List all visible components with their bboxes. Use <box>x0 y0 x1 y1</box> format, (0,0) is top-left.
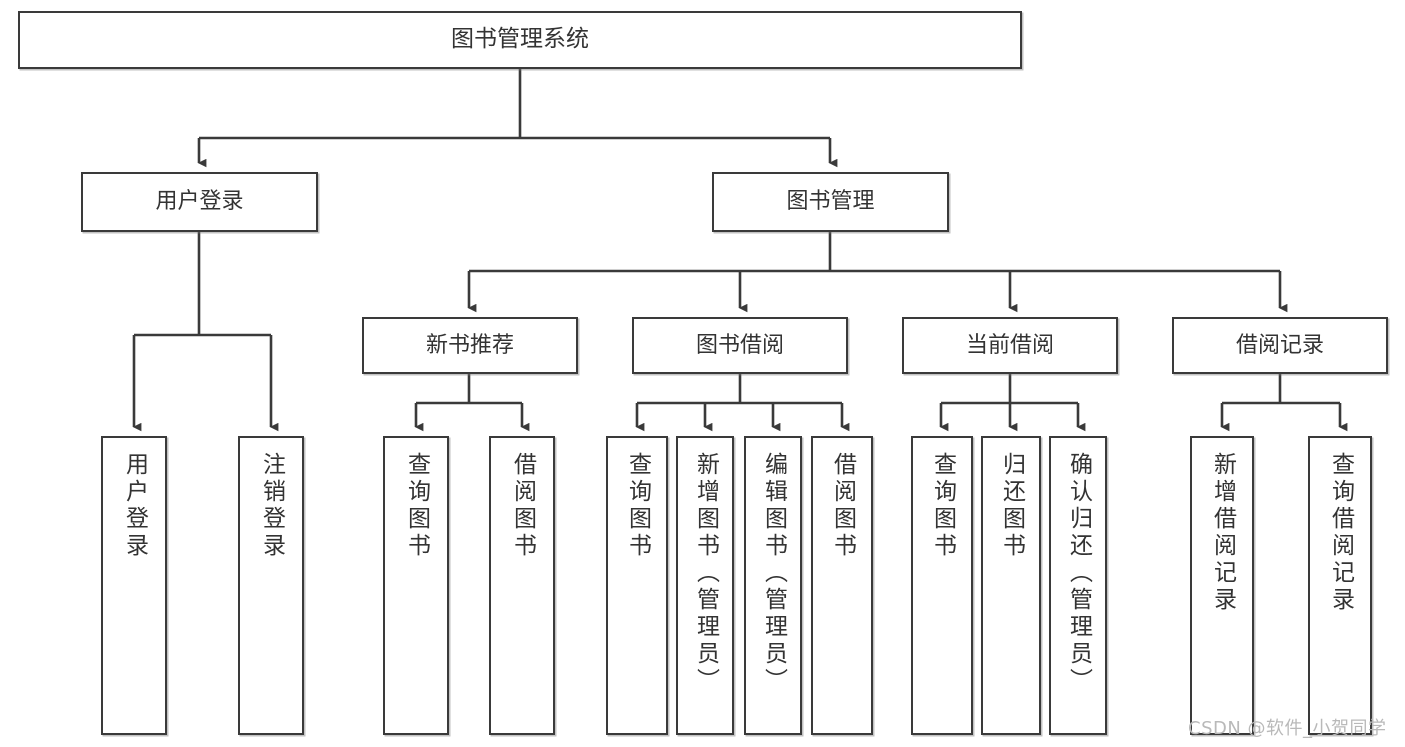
node-label: 新书推荐 <box>425 332 514 358</box>
node-label: 当前借阅 <box>965 332 1054 358</box>
node-label: 查询借阅记录 <box>1327 452 1354 614</box>
node-root-system[interactable]: 图书管理系统 <box>18 11 1022 69</box>
node-label: 归还图书 <box>998 452 1025 560</box>
node-label: 新增借阅记录 <box>1209 452 1236 614</box>
node-user-login[interactable]: 用户登录 <box>81 172 318 232</box>
node-label: 注销登录 <box>258 452 285 560</box>
leaf-add-borrow-record[interactable]: 新增借阅记录 <box>1190 436 1254 735</box>
node-new-book-recommend[interactable]: 新书推荐 <box>362 317 578 374</box>
leaf-query-book-borrow[interactable]: 查询图书 <box>606 436 668 735</box>
leaf-borrow-book[interactable]: 借阅图书 <box>811 436 873 735</box>
leaf-logout[interactable]: 注销登录 <box>238 436 304 735</box>
node-current-borrow[interactable]: 当前借阅 <box>902 317 1118 374</box>
leaf-confirm-return-admin[interactable]: 确认归还（管理员） <box>1049 436 1107 735</box>
node-label: 查询图书 <box>624 452 651 560</box>
node-label: 查询图书 <box>929 452 956 560</box>
node-label: 借阅图书 <box>509 452 536 560</box>
node-label: 查询图书 <box>403 452 430 560</box>
node-label: 图书管理系统 <box>451 26 589 53</box>
node-book-borrow[interactable]: 图书借阅 <box>632 317 848 374</box>
node-label: 用户登录 <box>155 189 244 215</box>
node-label: 新增图书（管理员） <box>692 452 719 695</box>
node-label: 图书借阅 <box>695 332 784 358</box>
leaf-query-borrow-record[interactable]: 查询借阅记录 <box>1308 436 1372 735</box>
leaf-borrow-book-recommend[interactable]: 借阅图书 <box>489 436 555 735</box>
leaf-user-login[interactable]: 用户登录 <box>101 436 167 735</box>
node-label: 编辑图书（管理员） <box>760 452 787 695</box>
node-label: 图书管理 <box>786 189 875 215</box>
leaf-edit-book-admin[interactable]: 编辑图书（管理员） <box>744 436 802 735</box>
leaf-return-book[interactable]: 归还图书 <box>981 436 1041 735</box>
node-book-management[interactable]: 图书管理 <box>712 172 949 232</box>
leaf-add-book-admin[interactable]: 新增图书（管理员） <box>676 436 734 735</box>
node-label: 用户登录 <box>121 452 148 560</box>
node-label: 借阅记录 <box>1235 332 1324 358</box>
node-borrow-record[interactable]: 借阅记录 <box>1172 317 1388 374</box>
leaf-query-book-recommend[interactable]: 查询图书 <box>383 436 449 735</box>
leaf-query-book-current[interactable]: 查询图书 <box>911 436 973 735</box>
node-label: 借阅图书 <box>829 452 856 560</box>
csdn-watermark: CSDN @软件_小贺同学 <box>1188 718 1387 739</box>
node-label: 确认归还（管理员） <box>1065 452 1092 695</box>
